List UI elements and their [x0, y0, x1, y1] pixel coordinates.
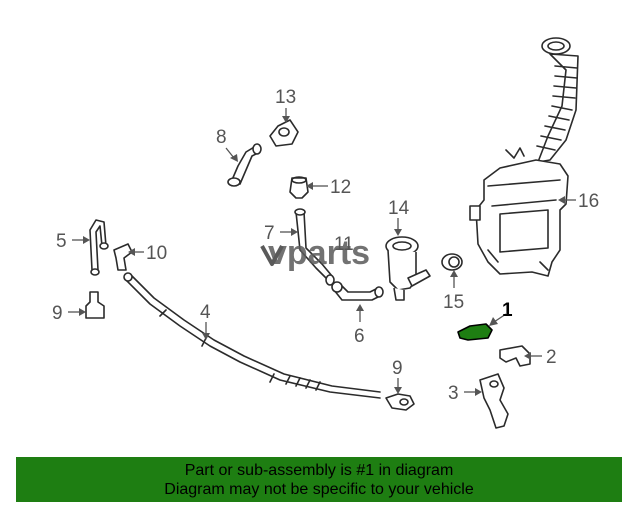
part-7-hose[interactable] [294, 208, 335, 286]
part-15-grommet[interactable] [441, 253, 463, 271]
part-1-cover-highlighted[interactable] [457, 323, 493, 341]
callout-11[interactable]: 11 [334, 234, 354, 255]
callout-13[interactable]: 13 [275, 87, 296, 108]
part-12-check-valve[interactable] [289, 176, 309, 199]
callout-4[interactable]: 4 [200, 302, 211, 323]
callout-15[interactable]: 15 [443, 292, 464, 313]
part-6-hose[interactable] [331, 281, 384, 301]
callout-9-right[interactable]: 9 [392, 358, 403, 379]
callout-7[interactable]: 7 [264, 223, 275, 244]
callout-6[interactable]: 6 [354, 326, 365, 347]
parts-diagram: vparts [52, 37, 599, 429]
callout-14[interactable]: 14 [388, 198, 410, 219]
part-14-washer-pump[interactable] [385, 236, 431, 301]
banner-line-2: Diagram may not be specific to your vehi… [164, 481, 474, 498]
callout-2[interactable]: 2 [546, 347, 557, 368]
callout-labels: 1 2 3 4 5 6 7 8 9 9 10 11 12 13 14 15 16 [52, 87, 599, 404]
callout-16[interactable]: 16 [578, 191, 599, 212]
part-9-plug-left[interactable] [85, 291, 105, 319]
callout-3[interactable]: 3 [448, 383, 459, 404]
part-16-reservoir-tank[interactable] [469, 37, 579, 277]
callout-8[interactable]: 8 [216, 127, 227, 148]
vparts-logo-text: vparts [268, 234, 370, 272]
callout-10[interactable]: 10 [146, 243, 167, 264]
callout-9-left[interactable]: 9 [52, 303, 63, 324]
info-banner: Part or sub-assembly is #1 in diagram Di… [16, 457, 622, 502]
leader-lines [68, 108, 576, 396]
part-2-clip[interactable] [499, 345, 531, 367]
banner-line-1: Part or sub-assembly is #1 in diagram [184, 462, 454, 479]
part-13-nozzle[interactable] [269, 119, 299, 147]
callout-5[interactable]: 5 [56, 231, 67, 252]
part-9-fitting-right[interactable] [385, 393, 415, 411]
part-4-hose-assembly[interactable] [123, 272, 381, 399]
part-3-bracket[interactable] [479, 373, 509, 429]
vparts-logo: vparts [260, 234, 370, 272]
callout-1[interactable]: 1 [502, 300, 513, 321]
part-10-connector[interactable] [113, 243, 133, 271]
callout-12[interactable]: 12 [330, 177, 351, 198]
part-5-hose[interactable] [89, 219, 109, 276]
part-8-hose[interactable] [227, 143, 262, 187]
